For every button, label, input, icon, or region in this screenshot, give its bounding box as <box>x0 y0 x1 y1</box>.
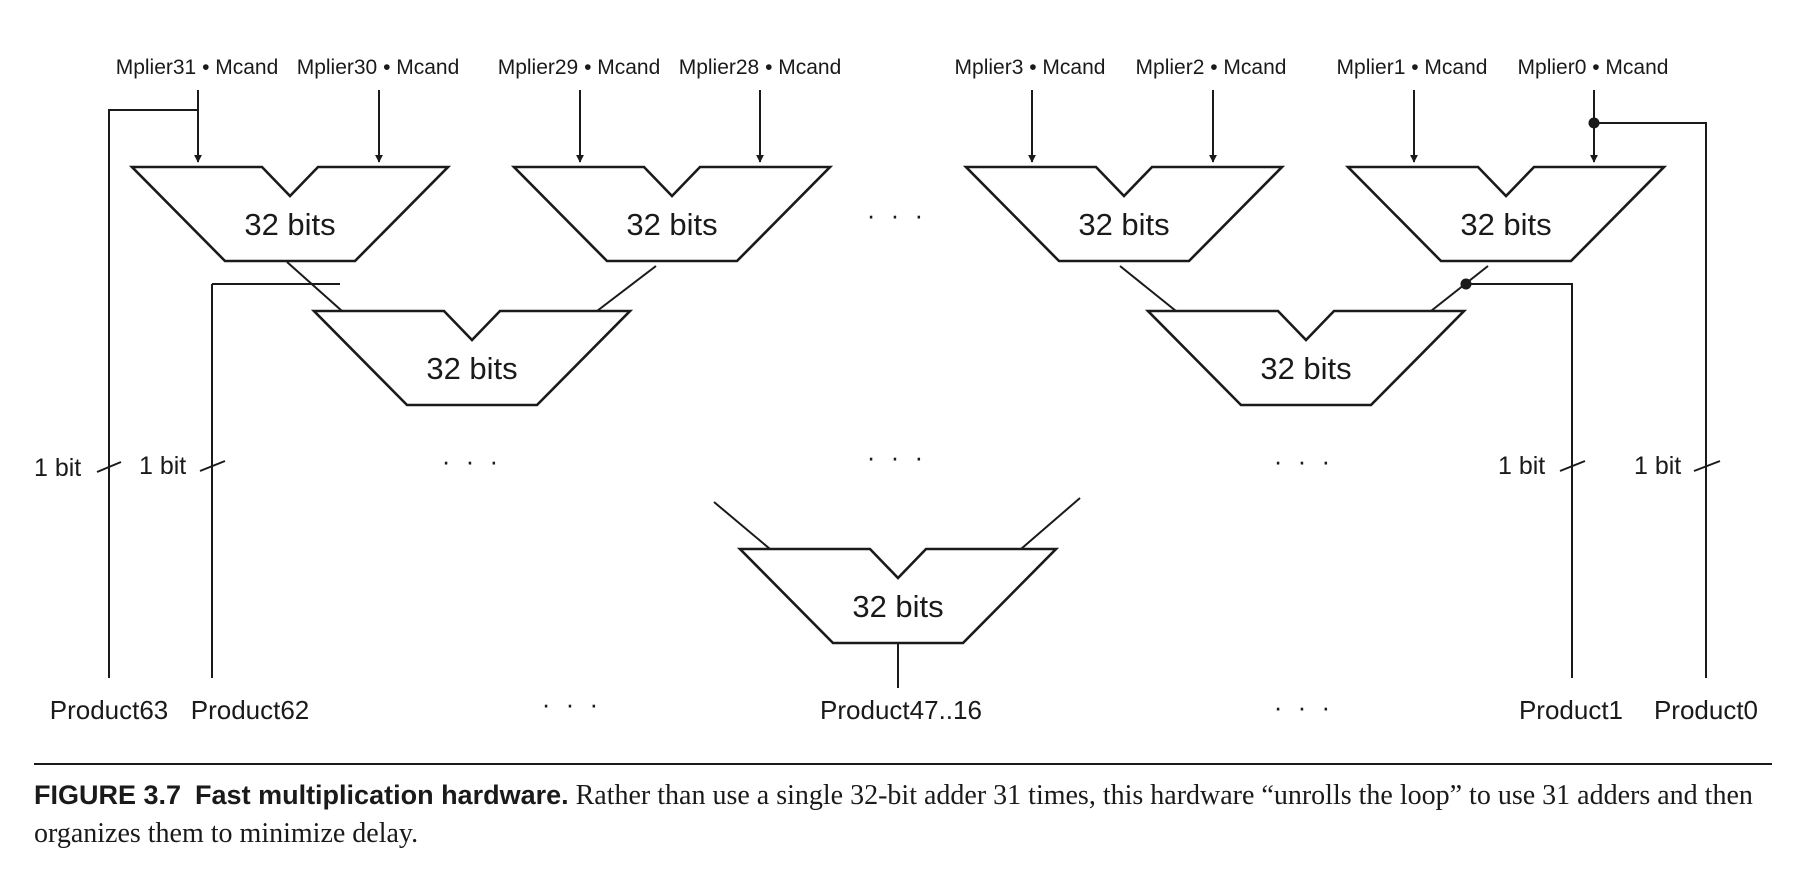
link-adder1-to-adder5 <box>286 261 343 312</box>
output-label-product47-16: Product47..16 <box>820 695 982 725</box>
figure-number: FIGURE 3.7 <box>34 780 182 810</box>
ellipsis-right: · · · <box>1274 446 1334 476</box>
link-adder4-to-adder6 <box>1430 265 1489 312</box>
adder-l2-a: 32 bits <box>310 309 634 407</box>
adder-final: 32 bits <box>736 547 1060 645</box>
input-label-mplier31: Mplier31 • Mcand <box>116 56 279 79</box>
output-label-product63: Product63 <box>50 695 169 725</box>
input-label-mplier30: Mplier30 • Mcand <box>297 56 460 79</box>
link-adder3-to-adder6 <box>1119 265 1177 312</box>
final-adder-right-input <box>1020 497 1081 550</box>
output-label-product62: Product62 <box>191 695 310 725</box>
bit-label-p0: 1 bit <box>1634 452 1681 480</box>
input-label-mplier28: Mplier28 • Mcand <box>679 56 842 79</box>
adder-l1-b: 32 bits <box>510 165 834 263</box>
adder-label: 32 bits <box>1260 351 1351 386</box>
ellipsis-left: · · · <box>442 446 502 476</box>
input-label-mplier0: Mplier0 • Mcand <box>1518 56 1669 79</box>
bit-label-p1: 1 bit <box>1498 452 1545 480</box>
multiplier-tree-diagram: Mplier31 • Mcand Mplier30 • Mcand Mplier… <box>34 56 1758 725</box>
adder-label: 32 bits <box>426 351 517 386</box>
input-label-mplier29: Mplier29 • Mcand <box>498 56 661 79</box>
adder-label: 32 bits <box>1460 207 1551 242</box>
bit-slash-p1 <box>1559 460 1586 472</box>
bit-slash-p0 <box>1693 460 1721 472</box>
bit-slash-p63 <box>96 461 122 473</box>
bit-width-marks <box>96 460 1721 473</box>
adder-l1-a: 32 bits <box>128 165 452 263</box>
ellipsis-bottom-left: · · · <box>542 689 602 719</box>
input-label-mplier3: Mplier3 • Mcand <box>955 56 1106 79</box>
adder-label: 32 bits <box>852 589 943 624</box>
junction-dot-product0 <box>1588 117 1600 129</box>
adder-l1-d: 32 bits <box>1344 165 1668 263</box>
adder-label: 32 bits <box>244 207 335 242</box>
ellipsis-center: · · · <box>867 442 927 472</box>
figure-caption-text: Rather than use a single 32-bit adder 31… <box>34 780 1753 849</box>
bit-slash-p62 <box>199 460 226 472</box>
final-adder-left-input <box>713 501 771 550</box>
adder-label: 32 bits <box>626 207 717 242</box>
figure-title: Fast multiplication hardware. <box>195 780 569 810</box>
output-label-product1: Product1 <box>1519 695 1623 725</box>
adder-l2-b: 32 bits <box>1144 309 1468 407</box>
ellipsis-level1: · · · <box>867 200 927 230</box>
input-arrows <box>194 90 1598 163</box>
input-label-mplier1: Mplier1 • Mcand <box>1337 56 1488 79</box>
input-label-mplier2: Mplier2 • Mcand <box>1136 56 1287 79</box>
caption-divider <box>34 763 1772 765</box>
output-label-product0: Product0 <box>1654 695 1758 725</box>
product1-wire <box>1466 283 1573 678</box>
product0-wire <box>1594 122 1707 678</box>
adder-l1-c: 32 bits <box>962 165 1286 263</box>
adder-label: 32 bits <box>1078 207 1169 242</box>
link-adder2-to-adder5 <box>596 265 657 312</box>
bit-label-p62: 1 bit <box>139 452 186 480</box>
product63-wire <box>108 109 198 678</box>
bit-label-p63: 1 bit <box>34 454 81 482</box>
ellipsis-bottom-right: · · · <box>1274 692 1334 722</box>
